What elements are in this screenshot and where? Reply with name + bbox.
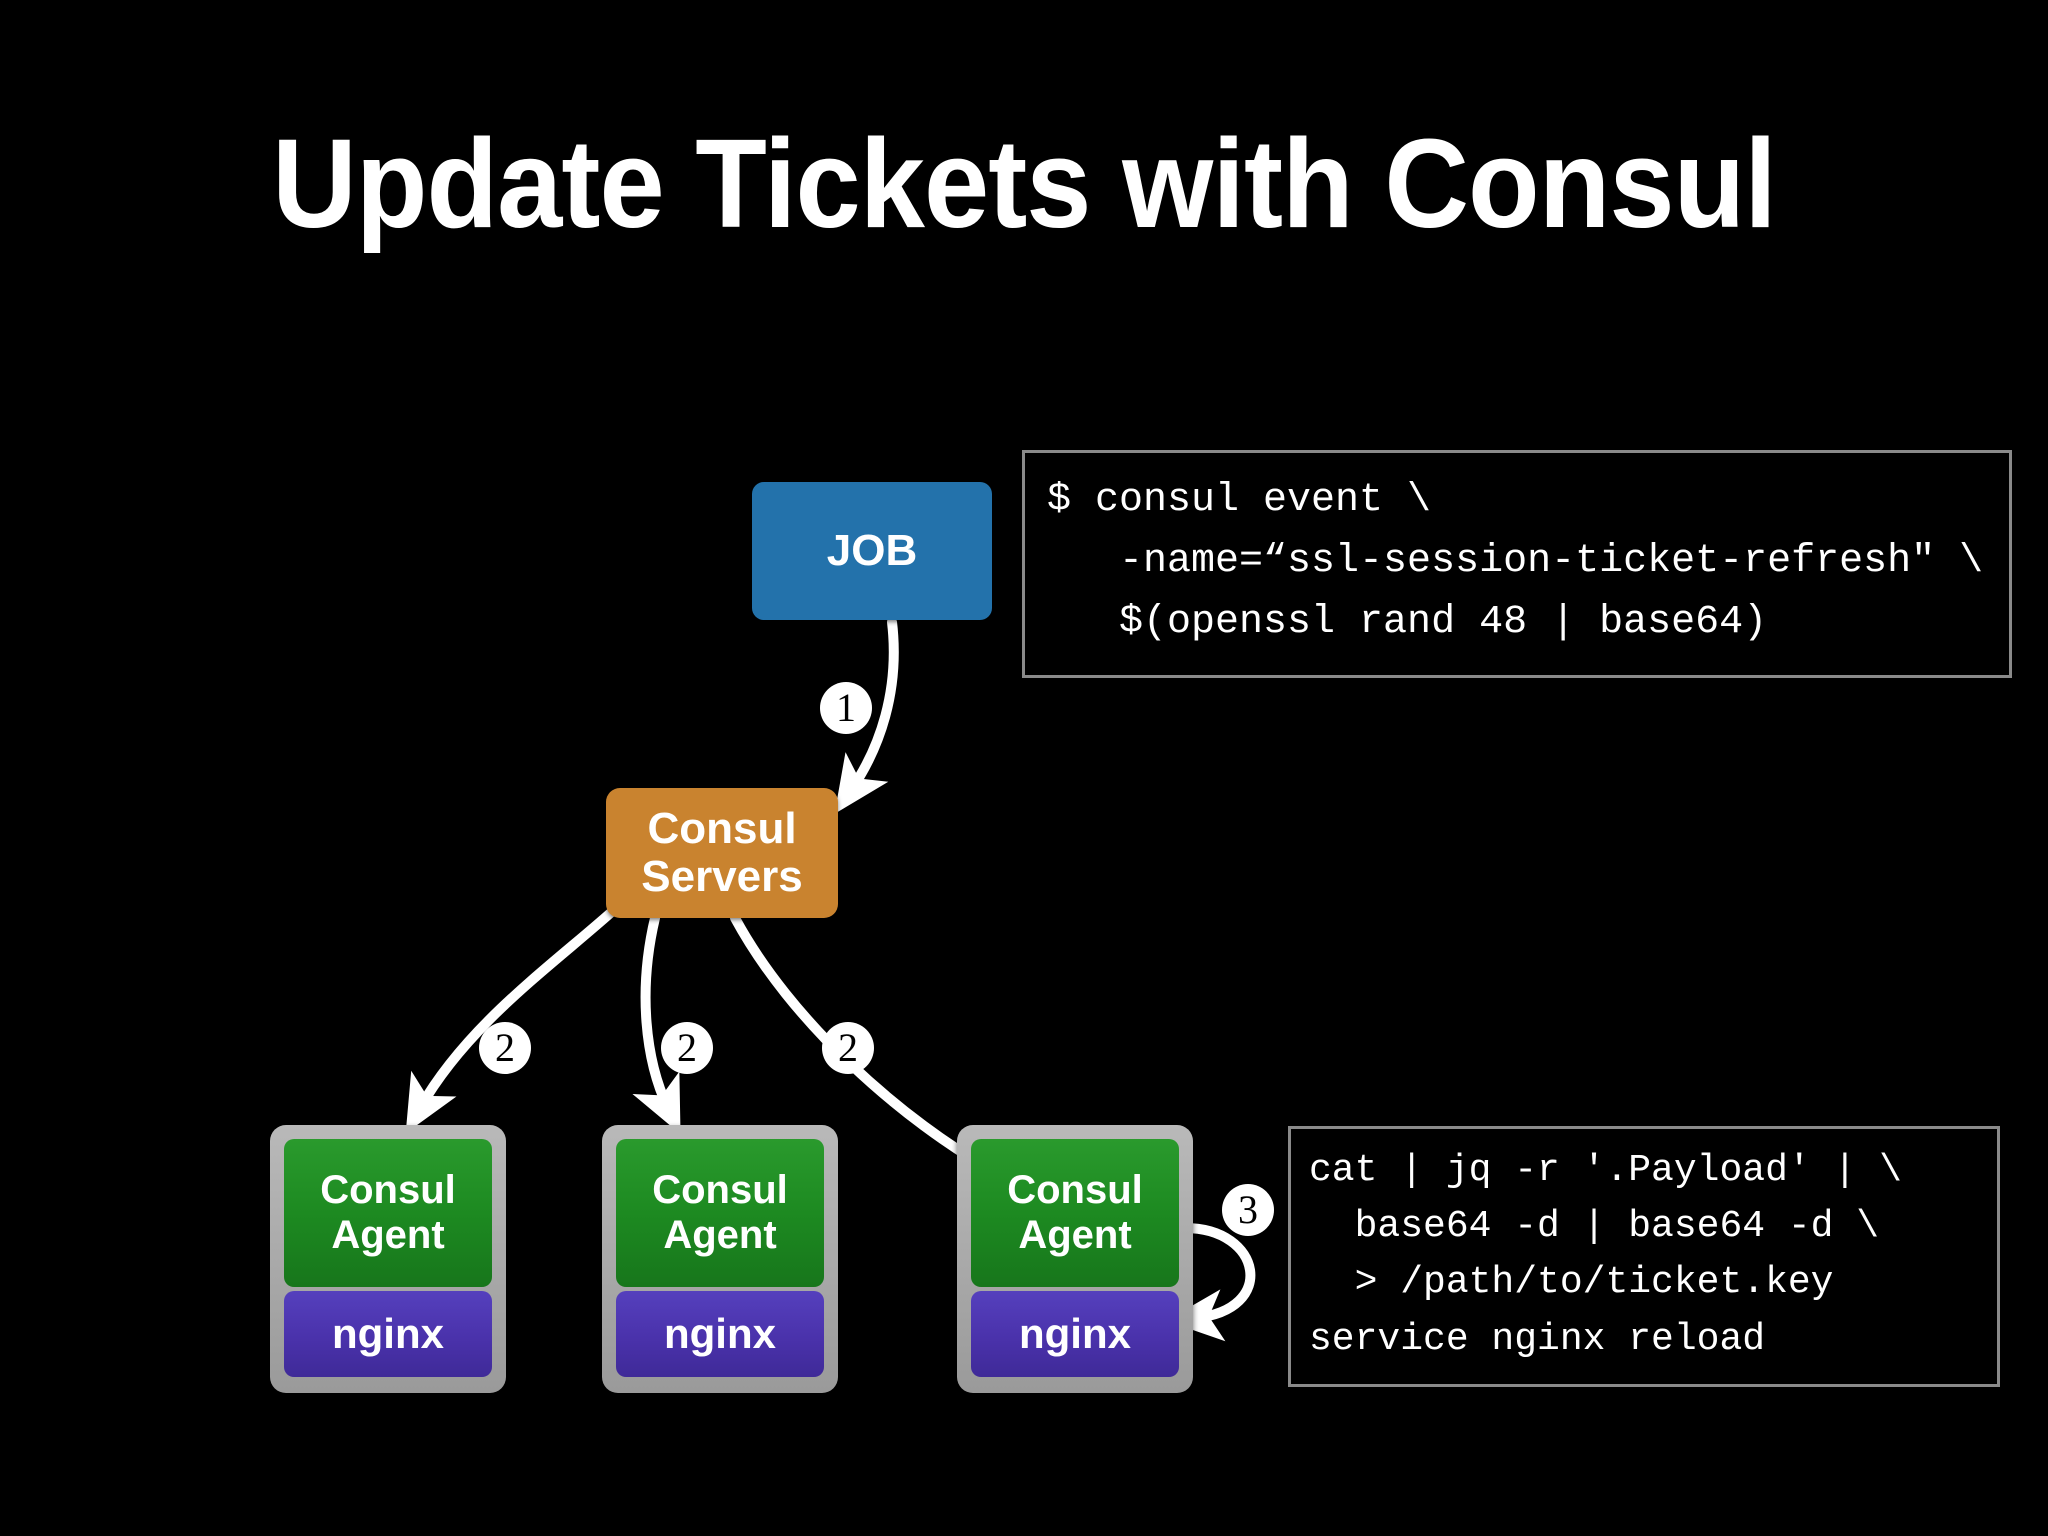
node-nginx-1[interactable]: nginx — [284, 1291, 492, 1377]
page-title: Update Tickets with Consul — [272, 113, 1777, 254]
node-nginx-2[interactable]: nginx — [616, 1291, 824, 1377]
step-badge-2a: 2 — [479, 1022, 531, 1074]
consul-agent-2-line1: Consul — [652, 1168, 788, 1213]
consul-agent-2-line2: Agent — [663, 1213, 777, 1257]
host-group-2[interactable]: Consul Agent nginx — [602, 1125, 838, 1393]
arrow-servers-to-agent-1 — [405, 895, 630, 1134]
node-nginx-3[interactable]: nginx — [971, 1291, 1179, 1377]
step-badge-1: 1 — [820, 682, 872, 734]
code-block-handler-script: cat | jq -r '.Payload' | \ base64 -d | b… — [1288, 1126, 2000, 1387]
arrow-servers-to-agent-2 — [632, 913, 681, 1135]
step-badge-2c: 2 — [822, 1022, 874, 1074]
consul-agent-1-label: Consul Agent — [320, 1168, 456, 1258]
consul-agent-2-label: Consul Agent — [652, 1168, 788, 1258]
step-badge-3: 3 — [1222, 1184, 1274, 1236]
consul-servers-label: Consul Servers — [641, 805, 802, 900]
node-consul-agent-2[interactable]: Consul Agent — [616, 1139, 824, 1287]
host-group-3[interactable]: Consul Agent nginx — [957, 1125, 1193, 1393]
node-consul-agent-3[interactable]: Consul Agent — [971, 1139, 1179, 1287]
node-consul-agent-1[interactable]: Consul Agent — [284, 1139, 492, 1287]
host-group-1[interactable]: Consul Agent nginx — [270, 1125, 506, 1393]
code-block-consul-event: $ consul event \ -name=“ssl-session-tick… — [1022, 450, 2012, 679]
consul-agent-1-line1: Consul — [320, 1168, 456, 1213]
consul-servers-label-line2: Servers — [641, 852, 803, 901]
node-consul-servers[interactable]: Consul Servers — [606, 788, 838, 918]
consul-servers-label-line1: Consul — [647, 804, 797, 854]
node-job[interactable]: JOB — [752, 482, 992, 620]
consul-agent-3-line2: Agent — [1018, 1213, 1132, 1257]
consul-agent-3-label: Consul Agent — [1007, 1168, 1143, 1258]
step-badge-2b: 2 — [661, 1022, 713, 1074]
arrow-agent3-to-nginx3 — [1166, 1223, 1256, 1342]
consul-agent-3-line1: Consul — [1007, 1168, 1143, 1213]
consul-agent-1-line2: Agent — [331, 1213, 445, 1257]
